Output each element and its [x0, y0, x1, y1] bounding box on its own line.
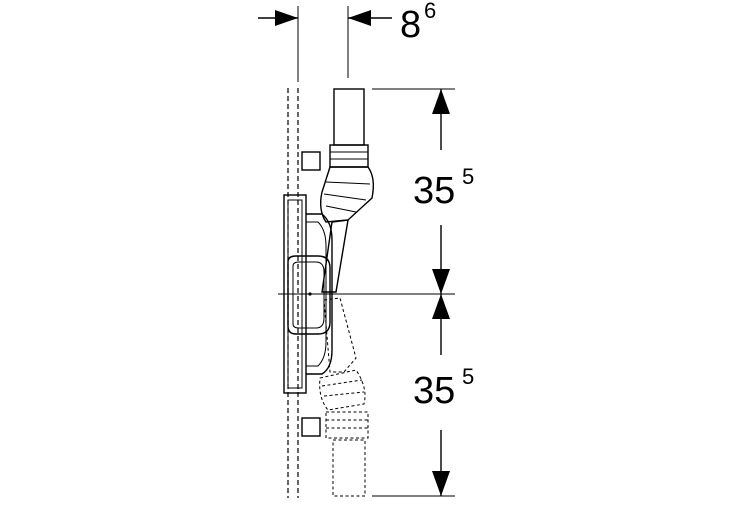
lower-pipe-diagonal	[323, 297, 357, 373]
pipe-collar	[329, 144, 369, 168]
bracket-square-bottom	[301, 417, 321, 437]
pipe-bend-rib-3	[325, 205, 357, 213]
lower-collar	[325, 411, 369, 439]
lower-dim-superscript: 5	[462, 364, 474, 389]
lower-pipe-section	[332, 439, 366, 497]
upper-arrow-bottom	[432, 269, 450, 294]
trap-body-inner	[306, 221, 327, 367]
upper-pipe	[319, 88, 375, 293]
top-arrow-right	[348, 10, 371, 26]
bracket-square-top	[301, 151, 321, 171]
top-dimension: 8 6	[258, 0, 436, 82]
trap-body	[306, 213, 333, 375]
lower-pipe-dashed	[319, 297, 369, 497]
housing-outer	[287, 255, 331, 335]
housing-centre-dot	[308, 292, 312, 296]
lower-bend-rib-1	[321, 379, 363, 387]
outlet-housing	[287, 255, 331, 335]
upper-dim-superscript: 5	[462, 164, 474, 189]
pipe-bend-rib-1	[325, 181, 371, 185]
upper-arrow-top	[432, 89, 450, 114]
pipe-down-section	[321, 219, 349, 293]
pipe-top-section	[333, 88, 365, 146]
lower-arrow-top	[432, 294, 450, 319]
housing-inner	[292, 261, 325, 329]
top-dim-superscript: 6	[424, 0, 436, 23]
top-dim-value: 8	[400, 4, 421, 46]
lower-dim-value: 35	[413, 370, 455, 412]
upper-dim-value: 35	[413, 170, 455, 212]
lower-arrow-bottom	[432, 471, 450, 496]
right-dimension-chain: 35 5 35 5	[338, 88, 474, 497]
top-arrow-left	[275, 10, 298, 26]
lower-bend-rib-2	[323, 391, 365, 397]
pipe-bend-rib-2	[323, 193, 367, 201]
lower-pipe-bend	[319, 369, 366, 411]
